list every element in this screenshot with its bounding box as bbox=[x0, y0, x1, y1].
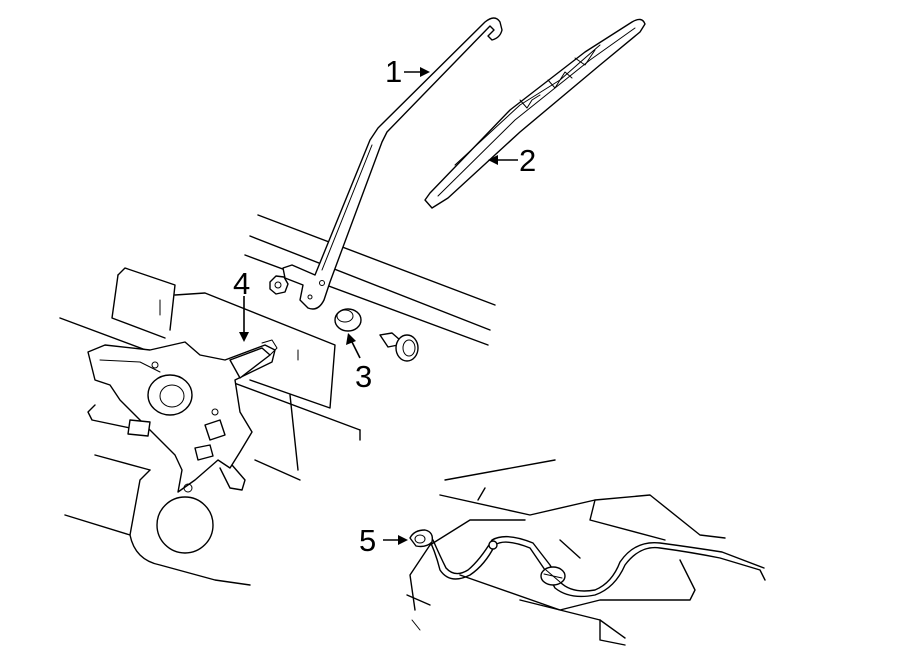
wiring-harness bbox=[409, 529, 766, 598]
arm-retaining-nut bbox=[269, 275, 289, 295]
callout-5-arrow bbox=[383, 535, 408, 545]
callout-3-arrow bbox=[346, 333, 361, 359]
callout-3-label: 3 bbox=[355, 359, 372, 394]
callout-2-arrow bbox=[488, 155, 518, 165]
callout-4-arrow bbox=[239, 296, 249, 342]
callout-1-label: 1 bbox=[385, 54, 402, 89]
wiper-arm bbox=[282, 17, 503, 310]
callout-5-label: 5 bbox=[359, 523, 376, 558]
mounting-bolt bbox=[379, 332, 419, 362]
callout-2-label: 2 bbox=[519, 143, 536, 178]
wiper-motor bbox=[87, 339, 278, 554]
liftgate-body-floor bbox=[406, 459, 726, 646]
callout-4-label: 4 bbox=[233, 266, 250, 301]
wiper-blade bbox=[424, 18, 646, 209]
wiper-cap bbox=[334, 308, 362, 332]
callout-1-arrow bbox=[404, 67, 430, 77]
